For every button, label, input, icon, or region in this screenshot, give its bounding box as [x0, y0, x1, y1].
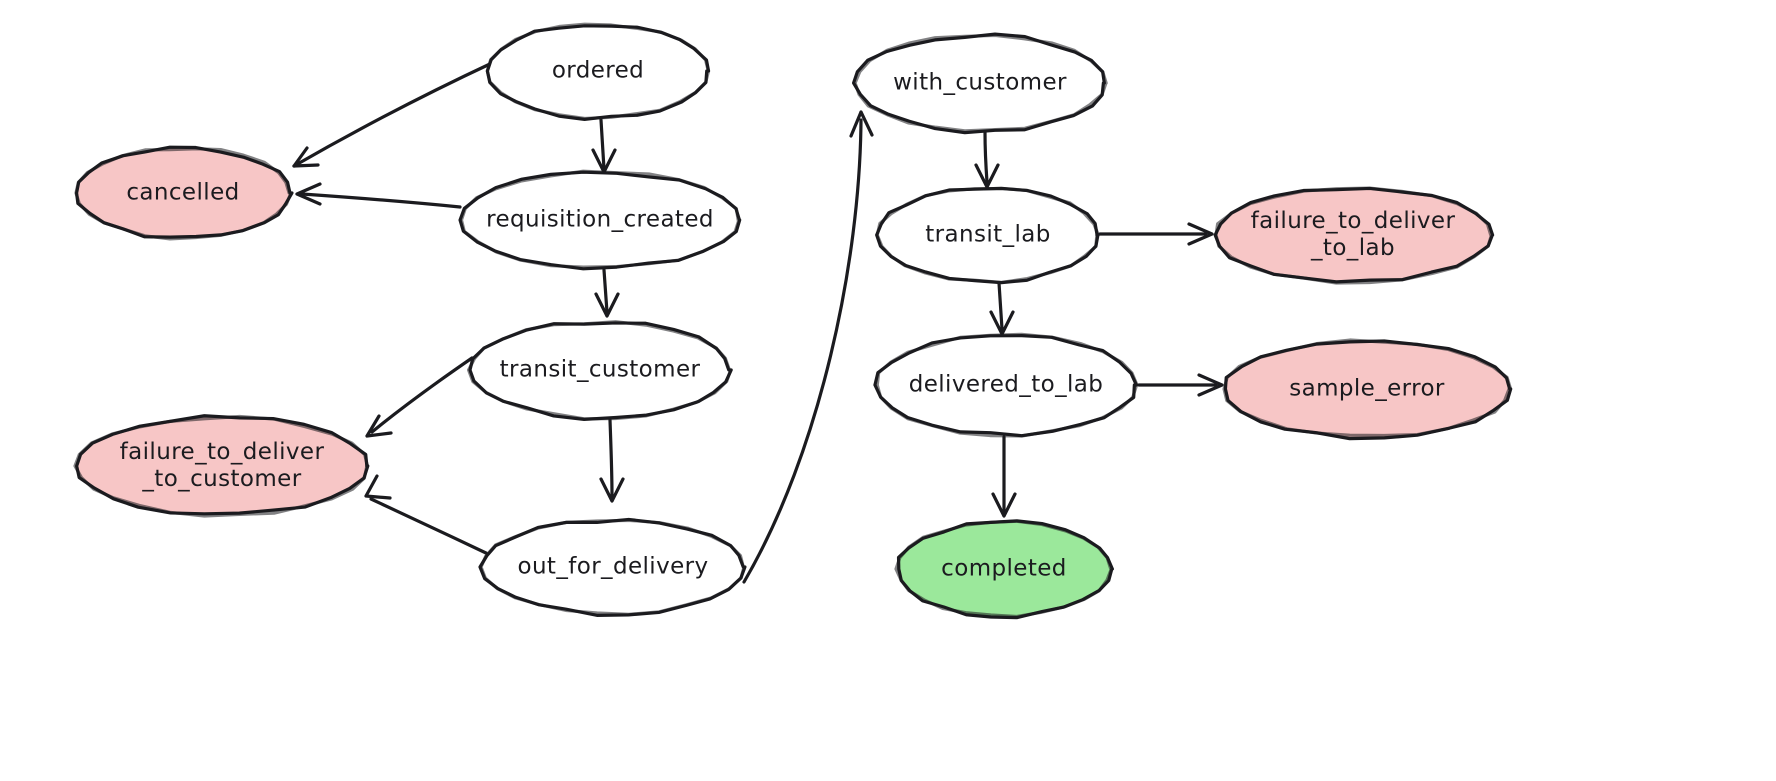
node-sample_error[interactable]: sample_error [1222, 338, 1513, 441]
node-label: transit_lab [925, 222, 1051, 248]
arrowhead-icon [364, 474, 392, 500]
edge-transit_customer-to-failure_to_deliver_to_customer [365, 356, 474, 438]
edge-out_for_delivery-to-failure_to_deliver_to_customer [364, 474, 488, 555]
node-shape-sketch-pass [875, 186, 1100, 285]
edge-line [369, 497, 488, 555]
node-label: delivered_to_lab [909, 372, 1104, 398]
edge-line [997, 281, 1004, 331]
node-label: failure_to_deliver [120, 439, 325, 465]
arrowhead-icon [295, 182, 322, 206]
edge-line [599, 118, 606, 171]
arrowhead-icon [591, 148, 617, 174]
node-shape-sketch-pass [853, 33, 1108, 133]
node-failure_to_deliver_to_lab[interactable]: failure_to_deliver_to_lab [1213, 186, 1495, 285]
node-transit_customer[interactable]: transit_customer [466, 320, 733, 421]
node-shape-sketch-pass [74, 147, 293, 241]
edge-line [742, 118, 863, 584]
node-label: _to_lab [1310, 235, 1395, 261]
node-label: cancelled [126, 180, 239, 206]
edge-transit_customer-to-out_for_delivery [599, 418, 625, 503]
arrowhead-icon [991, 492, 1017, 518]
arrowhead-icon [594, 292, 620, 318]
arrowhead-icon [1197, 373, 1224, 397]
node-with_customer[interactable]: with_customer [851, 32, 1108, 135]
node-label: completed [941, 556, 1067, 582]
node-label: with_customer [893, 70, 1067, 96]
edge-transit_lab-to-failure_to_deliver_to_lab [1098, 222, 1214, 246]
node-out_for_delivery[interactable]: out_for_delivery [478, 517, 747, 617]
edge-transit_lab-to-delivered_to_lab [989, 281, 1015, 336]
edge-line [370, 356, 474, 434]
edge-delivered_to_lab-to-completed [991, 435, 1017, 518]
node-shape-sketch-pass [485, 22, 711, 121]
node-shape-sketch-pass [459, 169, 741, 269]
node-label: sample_error [1289, 376, 1445, 402]
edge-line [602, 268, 609, 314]
arrowhead-icon [974, 163, 1000, 189]
edge-line [292, 61, 494, 168]
edge-line [983, 130, 989, 184]
arrowhead-icon [292, 146, 320, 168]
node-label: requisition_created [486, 207, 714, 233]
arrowhead-icon [599, 477, 625, 503]
node-shape-sketch-pass [466, 320, 733, 421]
edge-delivered_to_lab-to-sample_error [1137, 373, 1224, 397]
node-delivered_to_lab[interactable]: delivered_to_lab [873, 332, 1139, 438]
node-shape-sketch-pass [875, 332, 1139, 438]
edge-line [608, 418, 614, 498]
edge-ordered-to-requisition_created [591, 118, 617, 174]
edge-requisition_created-to-transit_customer [594, 268, 620, 318]
edge-line [300, 192, 462, 209]
node-requisition_created[interactable]: requisition_created [458, 169, 742, 271]
arrowhead-icon [989, 310, 1015, 336]
node-label: failure_to_deliver [1251, 208, 1456, 234]
node-shape-sketch-pass [479, 518, 746, 616]
node-cancelled[interactable]: cancelled [74, 145, 294, 241]
edge-out_for_delivery-to-with_customer [742, 110, 874, 584]
node-label: transit_customer [500, 357, 701, 383]
node-shape-sketch-pass [1214, 186, 1494, 285]
node-label: out_for_delivery [517, 554, 708, 580]
arrowhead-icon [365, 414, 393, 438]
edge-requisition_created-to-cancelled [295, 182, 462, 209]
node-label: ordered [552, 58, 644, 84]
arrowhead-icon [1187, 222, 1214, 246]
edges-layer [292, 61, 1224, 584]
edge-ordered-to-cancelled [292, 61, 494, 168]
node-transit_lab[interactable]: transit_lab [875, 186, 1100, 285]
node-shape-sketch-pass [1222, 338, 1513, 438]
node-shape-sketch-pass [73, 414, 370, 518]
node-shape-sketch-pass [894, 519, 1113, 619]
edge-with_customer-to-transit_lab [974, 130, 1000, 189]
node-completed[interactable]: completed [894, 519, 1114, 620]
node-failure_to_deliver_to_customer[interactable]: failure_to_deliver_to_customer [73, 414, 370, 518]
node-ordered[interactable]: ordered [485, 22, 711, 121]
node-label: _to_customer [141, 466, 301, 492]
nodes-layer: ordered cancelled requisition_createdtrans… [73, 22, 1513, 620]
arrowhead-icon [849, 110, 874, 138]
